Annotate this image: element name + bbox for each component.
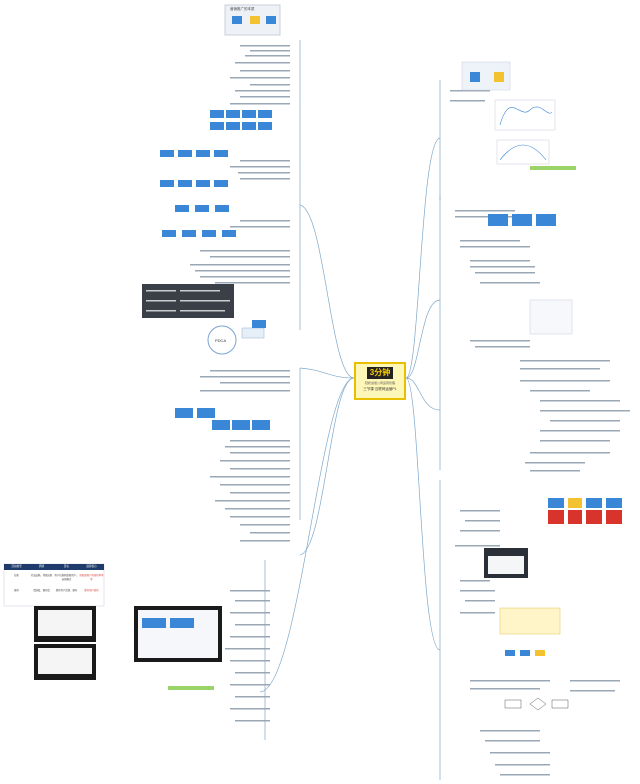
right-scatter <box>530 300 572 334</box>
table-cell: 活跃度、留存度 <box>29 588 54 592</box>
green-note-right <box>530 166 576 170</box>
center-subtitle: ·轻松读懂公司运营管理· <box>356 381 404 385</box>
table-cell: 留存 <box>4 588 29 592</box>
table-row: 拉新 打法成熟，持续拉新 用户拉新获取新用户，运营模式 获取新用户的转化率等等 <box>4 573 104 581</box>
table-header-cell: 目标 <box>54 564 79 568</box>
blue-flow-3 <box>175 408 270 430</box>
table-cell: 留存用户转化 <box>79 588 104 592</box>
table-cell: 用户拉新获取新用户，运营模式 <box>54 573 79 581</box>
table-panel <box>4 564 104 606</box>
green-note-left <box>168 686 214 690</box>
blue-flow-2 <box>160 150 236 237</box>
right-chart-1 <box>495 100 555 130</box>
table-cell: 提升用户活跃、留存 <box>54 588 79 592</box>
pdca-diagram: PDCA <box>208 326 236 354</box>
top-image-title: 营销推广的本质 <box>230 7 255 12</box>
table-header-row: 活动类型 周期 目标 运营核心 <box>4 564 104 568</box>
pdca-steps <box>242 320 266 338</box>
table-cell: 拉新 <box>4 573 29 581</box>
right-cards <box>548 498 622 524</box>
right-yellow-table <box>500 608 560 634</box>
table-header-cell: 活动类型 <box>4 564 29 568</box>
table-header-cell: 周期 <box>29 564 54 568</box>
table-cell: 打法成熟，持续拉新 <box>29 573 54 581</box>
branch-lines <box>260 40 440 780</box>
top-image-boxes <box>232 16 276 24</box>
center-title: 三节课·互联网运营P1 <box>356 387 404 392</box>
svg-text:PDCA: PDCA <box>215 338 226 343</box>
center-logo: 3分钟 <box>367 367 393 379</box>
right-node-lines <box>450 90 630 776</box>
table-row: 留存 活跃度、留存度 提升用户活跃、留存 留存用户转化 <box>4 588 104 592</box>
table-header-cell: 运营核心 <box>79 564 104 568</box>
blue-flow-1 <box>210 110 272 130</box>
center-node[interactable]: 3分钟 ·轻松读懂公司运营管理· 三节课·互联网运营P1 <box>354 362 406 400</box>
table-cell: 获取新用户的转化率等等 <box>79 573 104 581</box>
right-chart-2 <box>497 140 549 164</box>
right-flow <box>488 214 556 226</box>
